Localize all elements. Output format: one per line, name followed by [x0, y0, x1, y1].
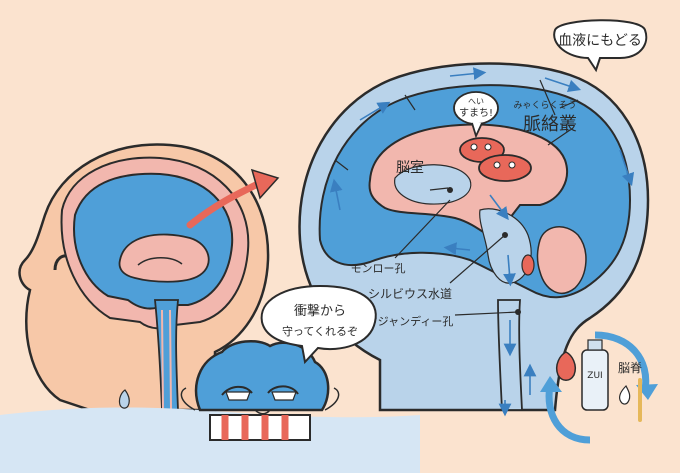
hai-label: へい — [468, 97, 484, 106]
sylvius-label: シルビウス水道 — [368, 287, 452, 301]
cycle-diagram: ZUI 脳脊 — [540, 331, 658, 444]
blood-bubble: 血液にもどる — [553, 19, 648, 73]
choroid-reading: みゃくらくそう — [513, 100, 576, 111]
reply-label: すまち! — [459, 107, 493, 119]
sweat-drop-icon — [118, 389, 130, 409]
spinal-label: 脳脊 — [618, 361, 642, 375]
blood-drop-icon — [555, 351, 577, 381]
monro-label: モンロー孔 — [351, 262, 406, 275]
drop-icon — [619, 384, 631, 405]
brain-mascot — [180, 339, 340, 441]
ventricle-label: 脳室 — [396, 159, 424, 176]
protect-line-1: 衝撃から — [294, 303, 346, 319]
choroid-label: 脈絡叢 — [523, 114, 577, 135]
large-brain — [298, 62, 650, 417]
leader-lines — [394, 129, 571, 316]
blood-label: 血液にもどる — [558, 33, 642, 49]
choroid-plexus-creature — [459, 137, 535, 276]
reply-bubble: へい すまち! — [453, 91, 499, 139]
zoom-arrow — [186, 178, 266, 229]
protect-bubble: 衝撃から 守ってくれるぞ — [260, 284, 377, 365]
protect-line-2: 守ってくれるぞ — [282, 324, 358, 338]
bottle-label: ZUI — [587, 371, 602, 381]
magendie-label: マジャンディー孔 — [367, 314, 454, 328]
zoom-arrow-head — [250, 168, 280, 200]
flow-arrows — [329, 67, 635, 417]
